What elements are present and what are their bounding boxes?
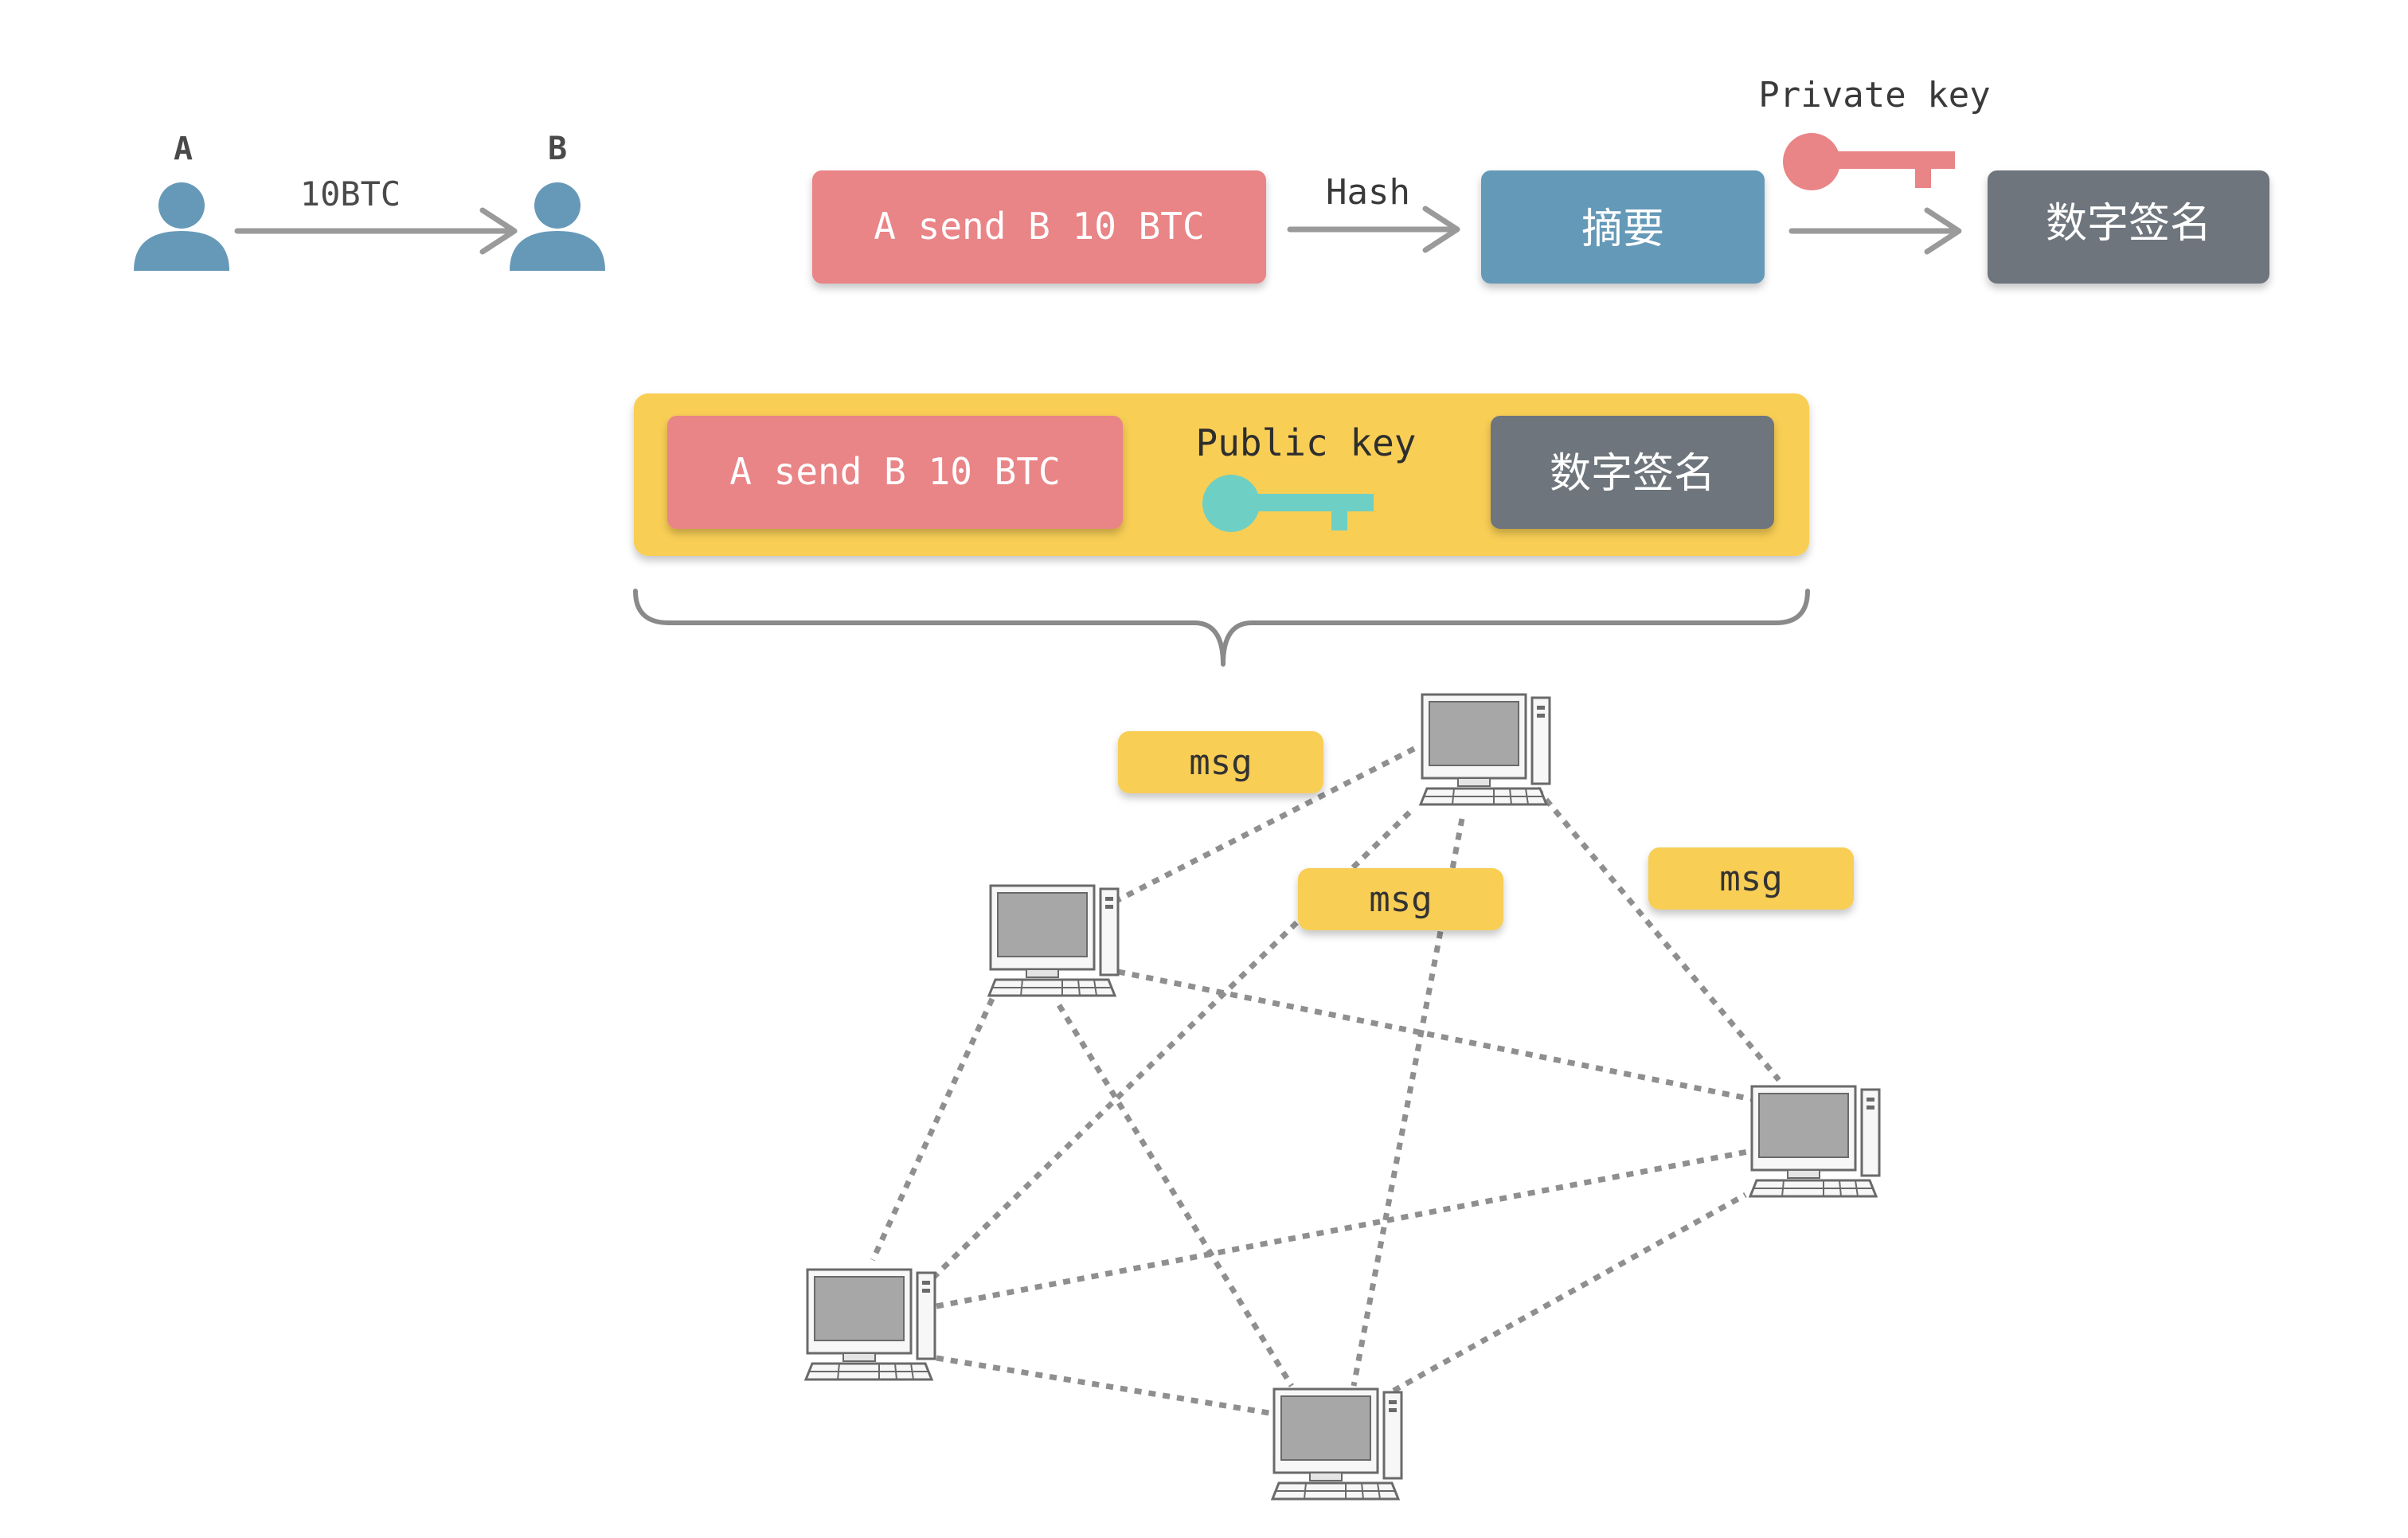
private-key-label: Private key [1758, 75, 1990, 115]
sign-arrow-icon [1788, 207, 1962, 255]
digest-box: 摘要 [1481, 170, 1765, 284]
receiver-person-icon [510, 182, 605, 271]
msg-badge-text: msg [1189, 742, 1252, 783]
sender-label: A [174, 131, 193, 167]
msg-badge: msg [1648, 847, 1854, 910]
signing-section: A send B 10 BTC Hash 摘要 Private key 数字签名 [812, 75, 2269, 284]
msg-badge-text: msg [1369, 879, 1432, 920]
computer-node-left-icon [987, 884, 1120, 997]
link-left-right [1117, 969, 1753, 1102]
sender-person-icon [134, 182, 229, 271]
msg-badge: msg [1118, 731, 1323, 793]
link-bottomleft-bottom [936, 1355, 1275, 1417]
link-bottomleft-right [936, 1148, 1753, 1309]
computer-node-bottom-icon [1271, 1387, 1403, 1501]
network-links [870, 746, 1781, 1417]
receiver-label: B [548, 131, 567, 167]
message-box: A send B 10 BTC [812, 170, 1266, 284]
curly-brace-icon [633, 589, 1810, 667]
packet-message-box: A send B 10 BTC [667, 416, 1123, 529]
hash-arrow-icon [1287, 205, 1460, 253]
link-top-bottomleft [929, 810, 1412, 1282]
link-bottom-right [1392, 1192, 1747, 1394]
computer-node-bottomleft-icon [804, 1268, 936, 1381]
link-top-bottom [1351, 818, 1465, 1387]
link-left-bottom [1057, 1004, 1294, 1387]
msg-badge-text: msg [1719, 859, 1782, 899]
link-top-right [1534, 786, 1781, 1082]
public-key-icon [1202, 475, 1374, 532]
packet-signature-text: 数字签名 [1550, 450, 1715, 498]
packet-signature-box: 数字签名 [1491, 416, 1774, 529]
msg-badge: msg [1298, 868, 1503, 930]
private-key-icon [1783, 133, 1955, 190]
signature-box: 数字签名 [1988, 170, 2269, 284]
computer-node-top-icon [1419, 693, 1551, 806]
transfer-amount-label: 10BTC [300, 174, 401, 213]
computer-node-right-icon [1749, 1085, 1881, 1198]
link-left-bottomleft [870, 997, 995, 1262]
hash-label: Hash [1326, 172, 1410, 213]
digest-text: 摘要 [1581, 205, 1664, 253]
message-text: A send B 10 BTC [874, 205, 1204, 248]
public-key-label: Public key [1196, 421, 1417, 464]
packet-section: A send B 10 BTC Public key 数字签名 [633, 393, 1810, 667]
packet-message-text: A send B 10 BTC [729, 450, 1060, 493]
transfer-section: A 10BTC B [134, 131, 605, 271]
signature-text: 数字签名 [2046, 200, 2211, 248]
transfer-arrow-icon [234, 207, 518, 255]
network-section: msg msg msg [804, 693, 1881, 1501]
